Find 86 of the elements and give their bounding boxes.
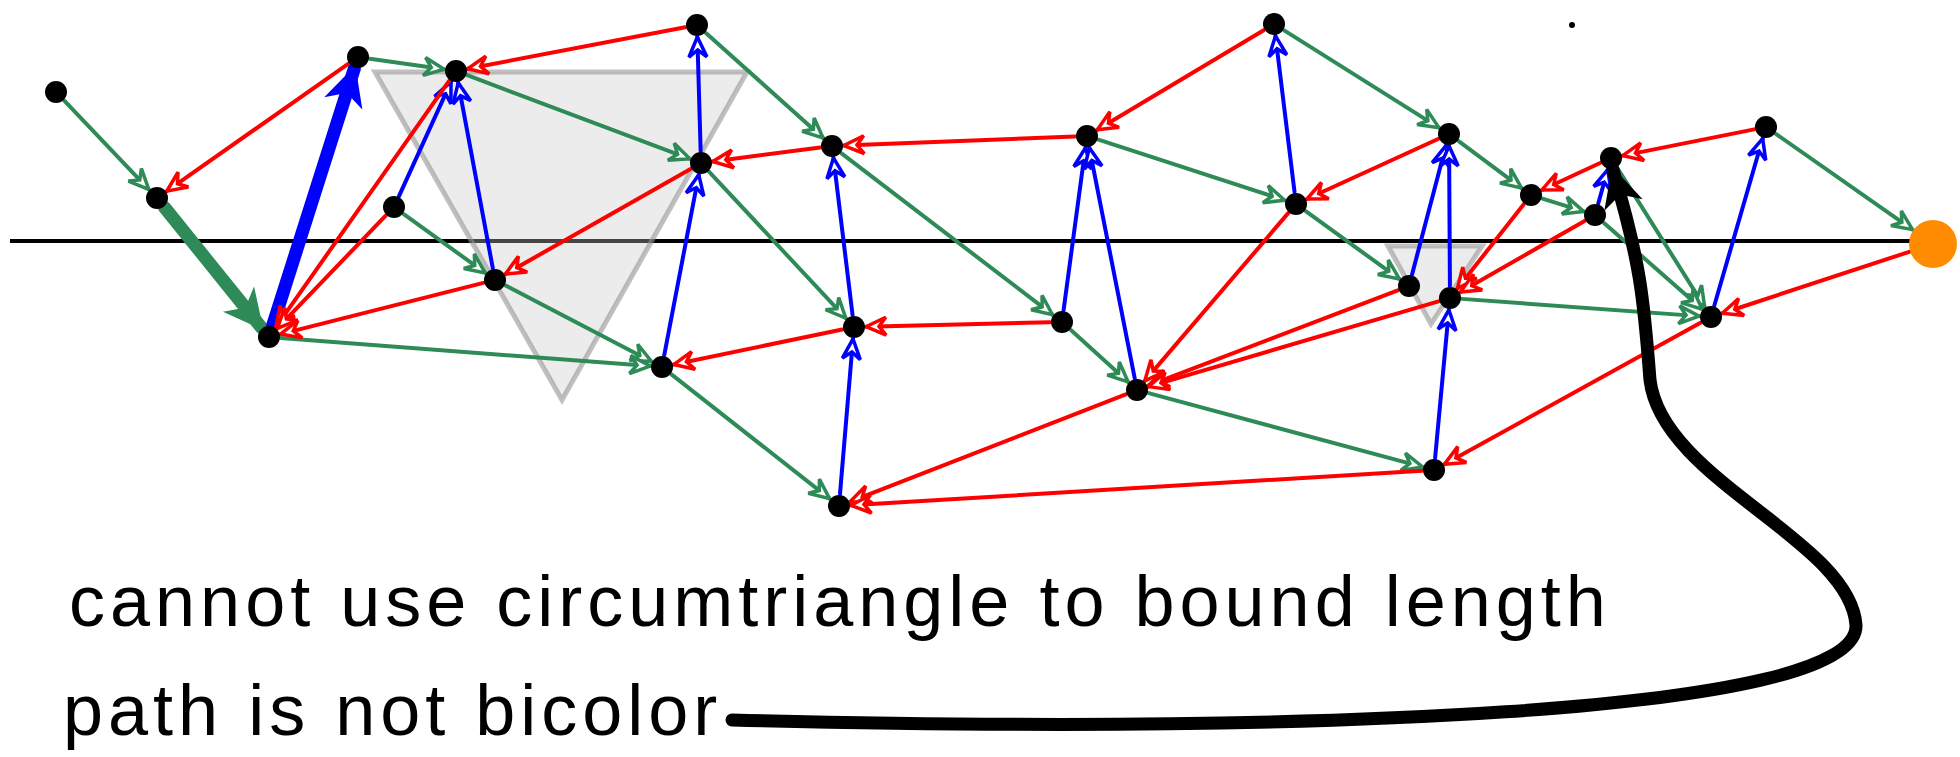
arrow: [662, 172, 706, 358]
arrow: [1082, 145, 1137, 381]
vertex-dot: [651, 356, 673, 378]
arrow: [278, 335, 653, 376]
arrow: [451, 80, 495, 271]
arrow: [1146, 299, 1441, 392]
vertex-dot: [1263, 13, 1285, 35]
vertex-dot: [146, 187, 168, 209]
arrow: [849, 468, 1424, 515]
vertex-dot: [1285, 193, 1307, 215]
arrow: [1456, 139, 1524, 190]
arrow: [465, 25, 688, 76]
vertex-dot: [686, 14, 708, 36]
vertex-dot: [347, 46, 369, 68]
vertex-dot: [1439, 287, 1461, 309]
arrow: [367, 55, 447, 78]
arrow: [825, 155, 855, 318]
arrow: [1602, 220, 1704, 312]
annotation-text: path is not bicolor: [63, 671, 723, 751]
arrow: [1068, 328, 1131, 384]
note-text: cannot use circumtriangle to bound length: [69, 562, 1611, 642]
arrow: [1459, 296, 1702, 326]
vertex-dot: [1076, 125, 1098, 147]
vertex-dot: [1520, 184, 1542, 206]
arrow: [1303, 209, 1402, 281]
vertex-dot: [484, 269, 506, 291]
arrow: [687, 35, 709, 153]
vertex-dot: [1423, 459, 1445, 481]
arrow: [838, 336, 863, 497]
arrow: [671, 327, 845, 372]
vertex-dot: [1584, 204, 1606, 226]
large-vertex-dot: [1909, 220, 1957, 268]
arrow: [1267, 33, 1297, 195]
vertex-dot: [1600, 147, 1622, 169]
arrow: [707, 169, 848, 321]
vertex-dot: [1398, 275, 1420, 297]
arrow: [503, 166, 693, 277]
arrow: [1720, 249, 1912, 318]
arrow: [158, 200, 268, 335]
arrow: [1712, 136, 1768, 308]
vertex-dot: [445, 60, 467, 82]
vertex-dot: [1438, 123, 1460, 145]
arrow: [275, 213, 388, 331]
vertex-dot: [690, 152, 712, 174]
arrow: [1458, 218, 1587, 295]
arrow: [710, 145, 823, 170]
arrow: [465, 73, 692, 162]
arrow: [1773, 131, 1915, 232]
arrow: [1096, 137, 1287, 205]
arrow: [864, 315, 1052, 337]
arrow: [1620, 127, 1757, 163]
arrow: [1142, 211, 1291, 383]
arrow: [1095, 28, 1266, 132]
vertex-dot: [1126, 379, 1148, 401]
arrow: [1442, 320, 1703, 467]
arrow: [278, 280, 486, 340]
arrow: [1540, 195, 1586, 216]
vertex-dot: [1051, 311, 1073, 333]
arrow: [848, 392, 1128, 505]
arrow: [1282, 28, 1441, 130]
arrow: [273, 78, 452, 330]
arrow: [397, 79, 453, 199]
arrow: [1061, 145, 1094, 313]
arrow: [503, 283, 654, 364]
vertex-dot: [258, 326, 280, 348]
arrow: [1146, 288, 1400, 389]
vertex-dot: [843, 316, 865, 338]
vertex-dot: [383, 196, 405, 218]
arrow: [1146, 391, 1425, 473]
arrow: [1539, 161, 1603, 192]
vertex-dot: [828, 495, 850, 517]
vertex-dot: [1755, 116, 1777, 138]
arrow: [401, 212, 488, 275]
arrow: [1433, 307, 1458, 461]
arrow: [1304, 137, 1441, 201]
arrow: [842, 134, 1077, 156]
vertex-dot: [45, 81, 67, 103]
vertex-dot: [821, 135, 843, 157]
arrow: [1455, 202, 1526, 291]
arrow: [703, 31, 826, 140]
arrow: [839, 151, 1055, 317]
arrow: [164, 61, 351, 194]
arrow: [669, 372, 832, 501]
arrow: [62, 98, 151, 192]
vertex-dot: [1700, 306, 1722, 328]
arrow: [1438, 144, 1460, 288]
